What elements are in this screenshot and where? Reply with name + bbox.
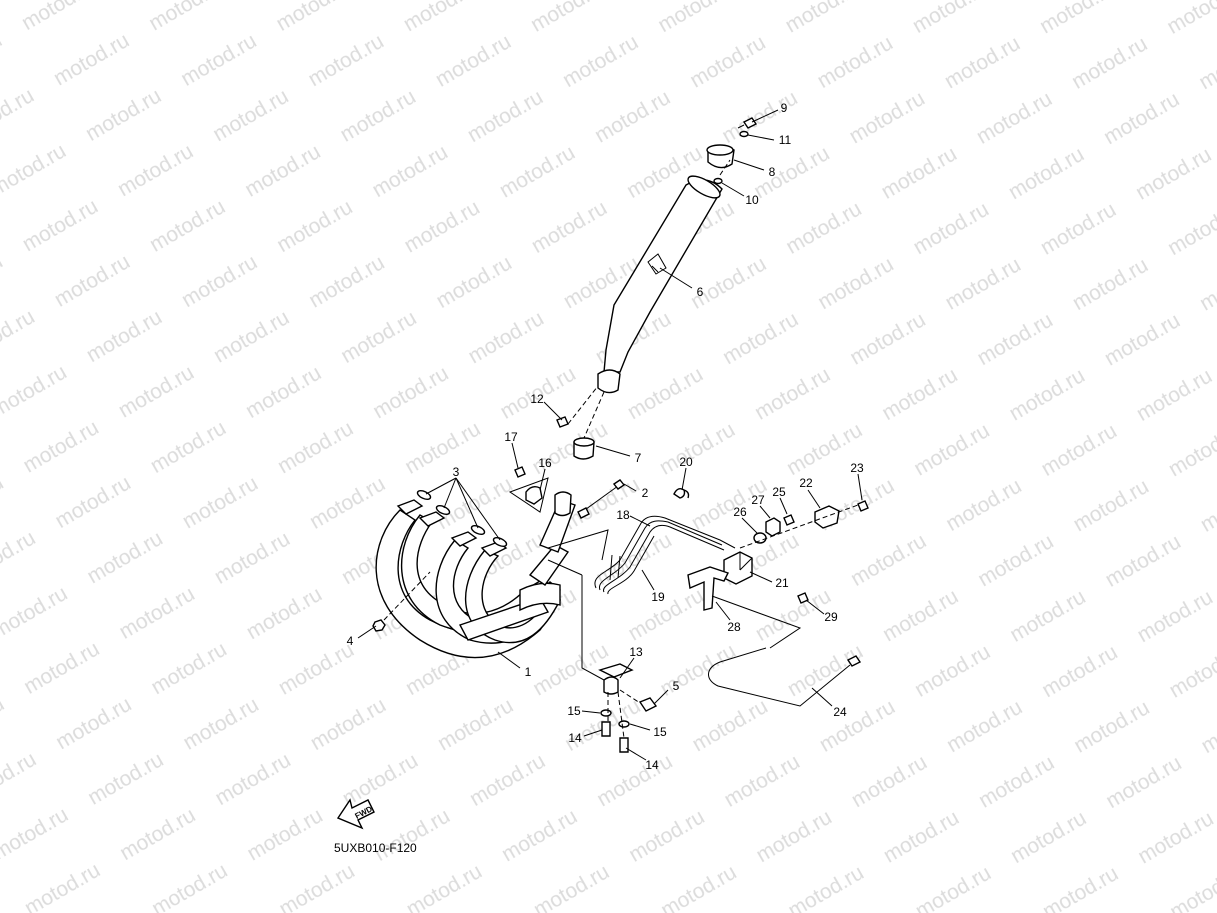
- forward-arrow-icon: FWD: [336, 798, 375, 830]
- part-14-bolt-b[interactable]: [619, 737, 629, 753]
- callout-19[interactable]: 19: [651, 590, 665, 604]
- callout-29[interactable]: 29: [824, 610, 838, 624]
- part-24-lead-wire[interactable]: [708, 647, 862, 707]
- part-28-bracket[interactable]: [687, 566, 729, 611]
- part-5-bolt[interactable]: [638, 697, 658, 712]
- part-21-servo-motor[interactable]: [723, 551, 753, 585]
- part-17-bolt[interactable]: [514, 466, 526, 478]
- callout-15b[interactable]: 15: [653, 725, 667, 739]
- callout-10[interactable]: 10: [745, 193, 759, 207]
- callout-11[interactable]: 11: [779, 133, 792, 147]
- callout-24[interactable]: 24: [833, 705, 847, 719]
- callout-3[interactable]: 3: [453, 465, 460, 479]
- callout-4[interactable]: 4: [347, 634, 354, 648]
- part-27-damper[interactable]: [765, 517, 781, 537]
- callout-27[interactable]: 27: [751, 493, 765, 507]
- callout-2[interactable]: 2: [642, 486, 649, 500]
- callout-25[interactable]: 25: [772, 485, 786, 499]
- part-8-end-cap[interactable]: [706, 144, 735, 169]
- part-23-bolt[interactable]: [857, 500, 869, 512]
- part-22-bracket[interactable]: [814, 505, 840, 529]
- callout-17[interactable]: 17: [504, 430, 518, 444]
- part-29-bolt[interactable]: [797, 592, 809, 604]
- callout-26[interactable]: 26: [733, 505, 747, 519]
- part-2-sensor[interactable]: [577, 479, 626, 519]
- part-15-washer-b[interactable]: [618, 720, 630, 728]
- part-10-gasket[interactable]: [713, 177, 723, 185]
- callout-22[interactable]: 22: [799, 476, 813, 490]
- part-12-bolt[interactable]: [556, 416, 569, 428]
- callout-21[interactable]: 21: [775, 576, 789, 590]
- callout-9[interactable]: 9: [781, 101, 788, 115]
- part-7-gasket[interactable]: [573, 437, 595, 460]
- part-4-nut[interactable]: [372, 619, 386, 632]
- callout-14a[interactable]: 14: [568, 731, 582, 745]
- diagram-code: 5UXB010-F120: [334, 841, 417, 855]
- callout-18[interactable]: 18: [616, 508, 630, 522]
- part-18-19-cables[interactable]: [594, 515, 736, 595]
- part-26-collar[interactable]: [753, 532, 767, 544]
- callout-16[interactable]: 16: [538, 456, 552, 470]
- part-25-bolt[interactable]: [783, 514, 795, 526]
- part-9-bolt[interactable]: [737, 117, 758, 129]
- part-16-cover[interactable]: [525, 485, 543, 505]
- part-14-bolt-a[interactable]: [601, 721, 611, 737]
- part-15-washer-a[interactable]: [600, 709, 612, 717]
- callout-8[interactable]: 8: [769, 165, 776, 179]
- callout-20[interactable]: 20: [679, 455, 693, 469]
- callout-5[interactable]: 5: [673, 679, 680, 693]
- callout-14b[interactable]: 14: [645, 758, 659, 772]
- callout-15a[interactable]: 15: [567, 704, 581, 718]
- callout-28[interactable]: 28: [727, 620, 741, 634]
- callout-23[interactable]: 23: [850, 461, 864, 475]
- callout-1[interactable]: 1: [525, 665, 532, 679]
- part-20-clamp[interactable]: [673, 487, 690, 499]
- callout-12[interactable]: 12: [530, 392, 544, 406]
- part-1-exhaust-pipe-assembly[interactable]: [375, 491, 576, 659]
- part-3-gaskets[interactable]: [416, 489, 508, 548]
- part-11-washer[interactable]: [739, 130, 749, 138]
- leader-lines: [357, 109, 863, 761]
- callout-6[interactable]: 6: [697, 285, 704, 299]
- callout-13[interactable]: 13: [629, 645, 643, 659]
- part-6-muffler[interactable]: [597, 172, 723, 394]
- callout-7[interactable]: 7: [635, 451, 642, 465]
